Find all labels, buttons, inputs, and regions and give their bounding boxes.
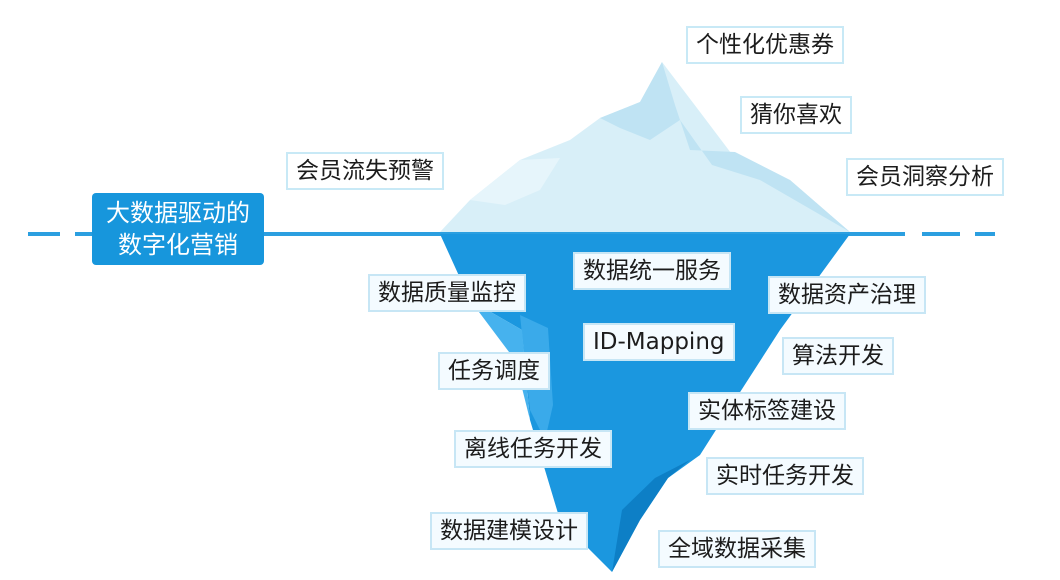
title-line-1: 大数据驱动的 (106, 199, 250, 227)
tag-personalized-coupon: 个性化优惠券 (686, 26, 844, 64)
title-line-2: 数字化营销 (118, 231, 238, 259)
tag-task-scheduling: 任务调度 (438, 352, 550, 390)
tag-unified-data-service: 数据统一服务 (573, 252, 731, 290)
tag-data-quality-monitoring: 数据质量监控 (368, 274, 526, 312)
tag-entity-label-building: 实体标签建设 (688, 392, 846, 430)
tag-omni-domain-data-collection: 全域数据采集 (658, 530, 816, 568)
iceberg-tip (440, 62, 850, 232)
tag-offline-task-development: 离线任务开发 (454, 430, 612, 468)
tag-member-insight: 会员洞察分析 (846, 158, 1004, 196)
tag-id-mapping: ID-Mapping (583, 323, 735, 361)
tag-churn-warning: 会员流失预警 (286, 152, 444, 190)
tag-realtime-task-development: 实时任务开发 (706, 457, 864, 495)
tag-data-asset-governance: 数据资产治理 (768, 276, 926, 314)
tag-algorithm-development: 算法开发 (782, 337, 894, 375)
tag-recommendation: 猜你喜欢 (740, 96, 852, 134)
tag-data-model-design: 数据建模设计 (430, 512, 588, 550)
diagram-title-box: 大数据驱动的 数字化营销 (92, 193, 264, 265)
